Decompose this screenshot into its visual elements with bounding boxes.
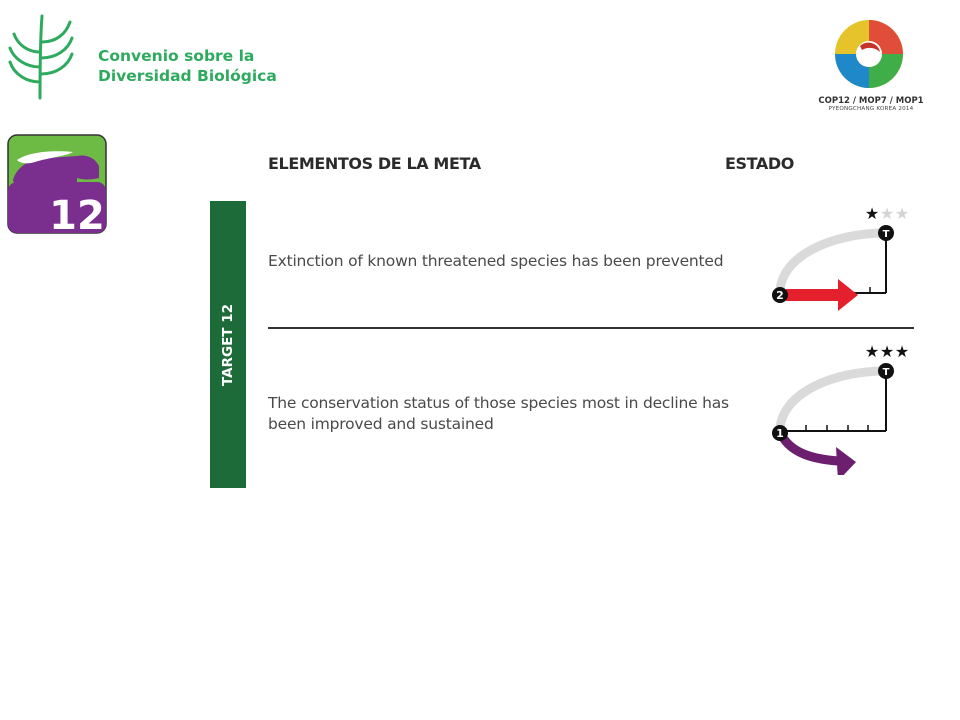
element-row-2-text: The conservation status of those species…: [268, 394, 729, 433]
column-header-elements: ELEMENTOS DE LA META: [268, 154, 481, 173]
star-icon: ★: [895, 206, 909, 223]
status-arrowhead: [836, 447, 856, 475]
star-icon: ★: [880, 344, 894, 361]
target-marker-label: T: [883, 367, 890, 378]
star-icon: ★: [865, 344, 879, 361]
cbd-logo-icon: [8, 14, 74, 100]
cbd-name-line2: Diversidad Biológica: [98, 67, 277, 85]
target-marker: [878, 363, 894, 379]
status-arrow: [786, 279, 858, 311]
cop-title: COP12 / MOP7 / MOP1: [818, 96, 924, 106]
progress-track: [775, 228, 891, 298]
row-divider: [268, 327, 914, 329]
start-marker: [772, 425, 788, 441]
target-12-icon: 12: [7, 134, 107, 234]
cop-logo-icon: [835, 20, 903, 88]
cop-subtitle: PYEONGCHANG KOREA 2014: [828, 106, 914, 112]
target-marker: [878, 225, 894, 241]
target-side-label: TARGET 12: [220, 303, 236, 386]
element-row-1-text: Extinction of known threatened species h…: [268, 252, 724, 270]
status-arrow: [779, 434, 843, 466]
column-header-status: ESTADO: [725, 154, 794, 173]
target-icon-number: 12: [49, 193, 105, 234]
status-row-1: ★ ★ ★ 2 T: [772, 206, 909, 311]
star-icon: ★: [865, 206, 879, 223]
status-row-2: ★ ★ ★ 1 T: [772, 344, 909, 475]
start-marker: [772, 287, 788, 303]
star-icon: ★: [880, 206, 894, 223]
star-icon: ★: [895, 344, 909, 361]
cbd-name-line1: Convenio sobre la: [98, 47, 255, 65]
cbd-name: Convenio sobre la Diversidad Biológica: [98, 46, 277, 86]
progress-track: [775, 366, 891, 436]
start-marker-label: 1: [776, 427, 784, 440]
start-marker-label: 2: [776, 289, 784, 302]
target-side-bar: TARGET 12: [210, 201, 246, 488]
target-marker-label: T: [883, 229, 890, 240]
